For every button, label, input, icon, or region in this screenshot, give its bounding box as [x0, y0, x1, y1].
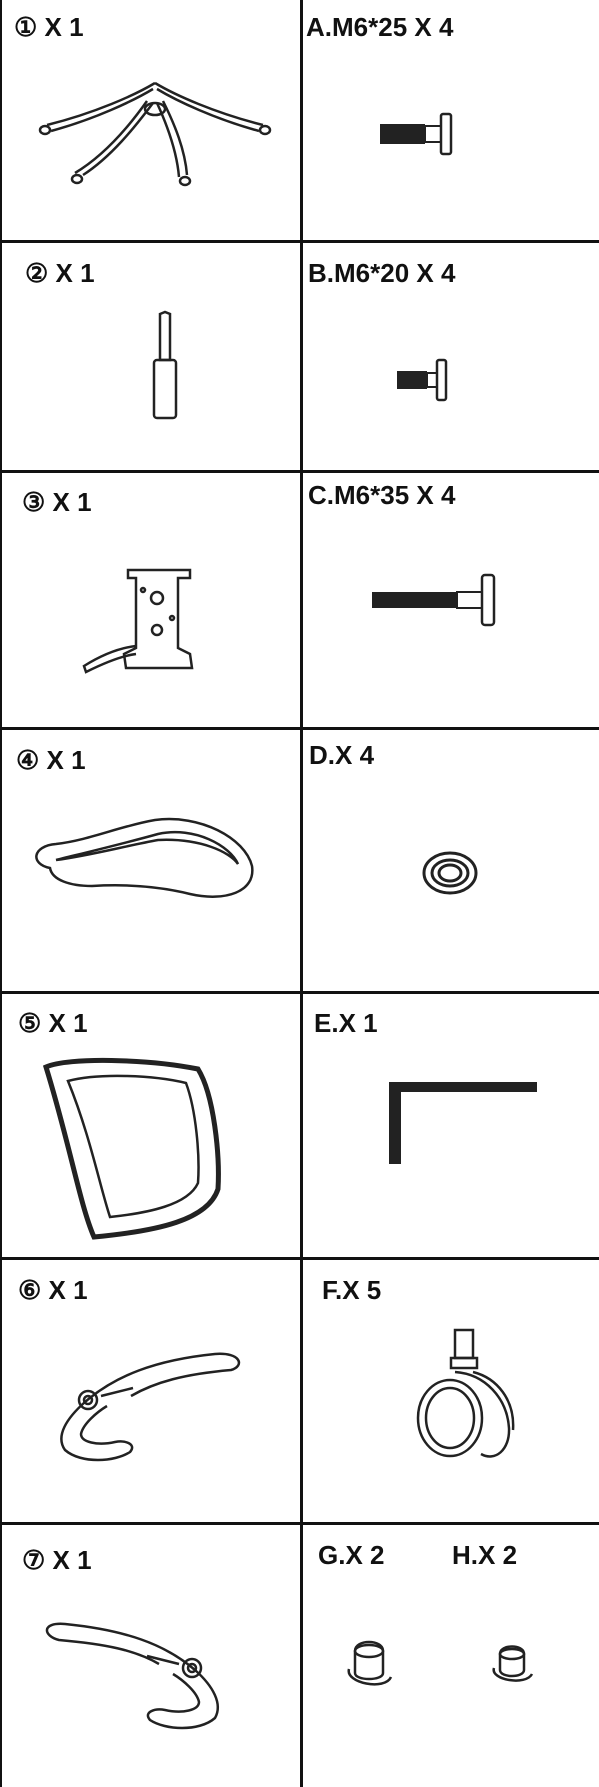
allen-key-icon — [383, 1078, 543, 1168]
hardware-label: D.X 4 — [309, 740, 374, 771]
hardware-label: H.X 2 — [452, 1540, 517, 1571]
bolt-m6x35-icon — [370, 570, 510, 630]
part-label: ③ X 1 — [22, 487, 92, 518]
hardware-label: G.X 2 — [318, 1540, 384, 1571]
row-divider — [0, 727, 599, 730]
part-label: ① X 1 — [14, 12, 84, 43]
row-divider — [0, 240, 599, 243]
left-armrest-icon — [45, 1340, 245, 1470]
part-label: ④ X 1 — [16, 745, 86, 776]
hardware-label: E.X 1 — [314, 1008, 378, 1039]
bolt-m6x25-icon — [378, 108, 478, 158]
row-divider — [0, 991, 599, 994]
row-divider — [0, 470, 599, 473]
part-label: ⑥ X 1 — [18, 1275, 88, 1306]
cap-g-icon — [345, 1635, 395, 1690]
washer-icon — [420, 848, 480, 898]
caster-wheel-icon — [415, 1328, 525, 1463]
seat-cushion-icon — [30, 810, 260, 910]
bolt-m6x20-icon — [395, 356, 465, 406]
chair-base-icon — [35, 75, 275, 185]
part-label: ⑦ X 1 — [22, 1545, 92, 1576]
column-divider — [300, 0, 303, 1787]
row-divider — [0, 1257, 599, 1260]
gas-cylinder-icon — [145, 312, 185, 422]
hardware-label: C.M6*35 X 4 — [308, 480, 455, 511]
mesh-backrest-icon — [38, 1055, 228, 1245]
hardware-label: B.M6*20 X 4 — [308, 258, 455, 289]
hardware-label: A.M6*25 X 4 — [306, 12, 453, 43]
part-label: ⑤ X 1 — [18, 1008, 88, 1039]
cap-h-icon — [490, 1640, 540, 1690]
right-armrest-icon — [45, 1608, 245, 1738]
part-label: ② X 1 — [25, 258, 95, 289]
border-left — [0, 0, 2, 1787]
hardware-label: F.X 5 — [322, 1275, 381, 1306]
row-divider — [0, 1522, 599, 1525]
seat-mechanism-icon — [80, 568, 210, 683]
